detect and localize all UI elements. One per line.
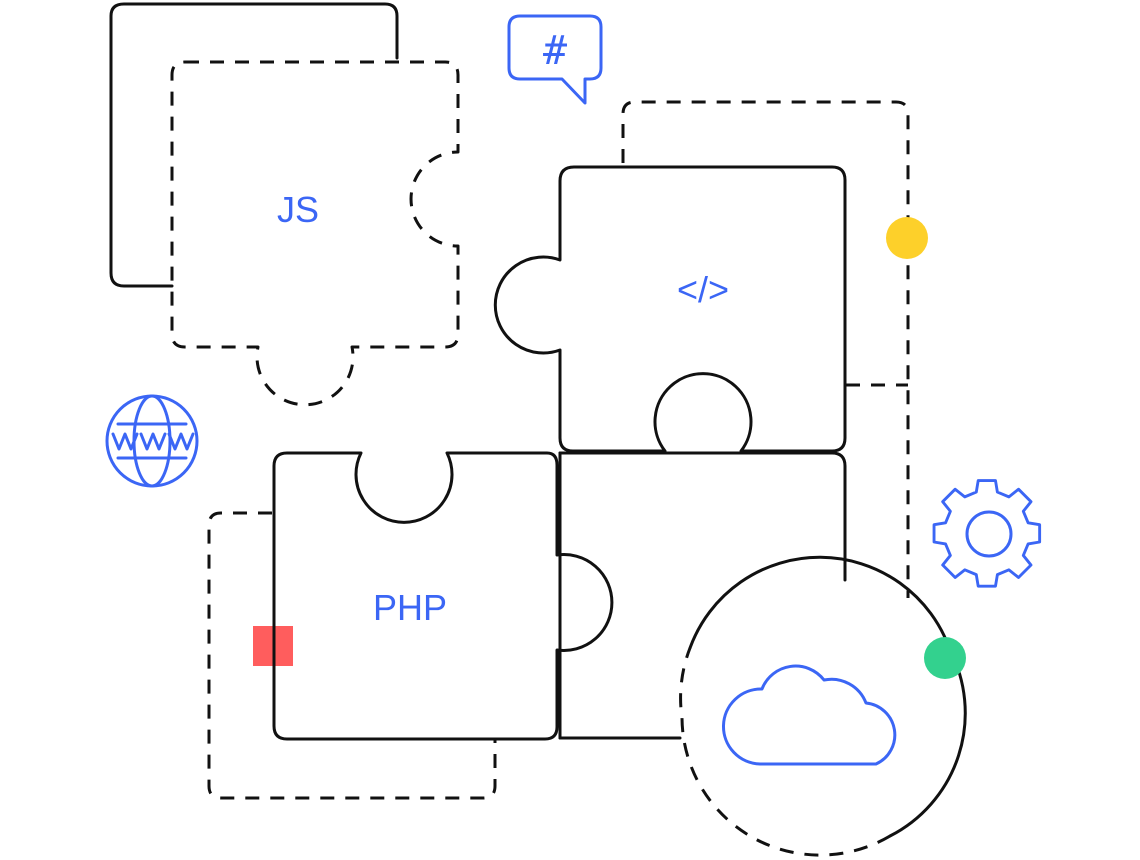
bottom-right-puzzle-piece [558,451,847,582]
code-puzzle-piece [493,165,847,453]
code-label: </> [677,269,729,310]
gear-icon [932,479,1042,588]
cloud-circle-dashed-arc [679,647,891,857]
cloud-circle-solid-arc [688,555,967,838]
connector-frame-right [621,100,910,598]
back-card-outline [109,2,399,288]
php-label: PHP [373,587,447,628]
js-label: JS [277,189,319,230]
hash-glyph: # [543,28,567,74]
cloud-icon [722,664,897,766]
hash-chat-bubble-icon: # [507,14,603,105]
js-puzzle-piece [170,60,460,407]
yellow-node-dot [886,217,928,259]
green-node-dot [924,637,966,679]
php-dashed-frame [207,511,497,800]
php-puzzle-piece [272,451,614,741]
globe-www-icon [105,394,199,488]
